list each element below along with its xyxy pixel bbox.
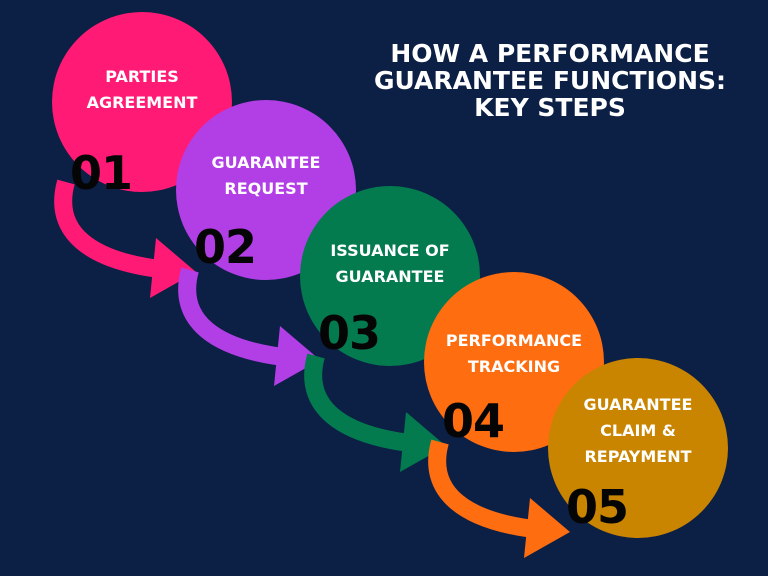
step-number: 05 bbox=[566, 480, 629, 534]
step-label: GUARANTEE REQUEST bbox=[190, 150, 342, 202]
title-line: KEY STEPS bbox=[474, 93, 626, 122]
step-label: ISSUANCE OF GUARANTEE bbox=[314, 238, 466, 290]
step-number: 01 bbox=[70, 146, 133, 200]
step-label-line: GUARANTEE bbox=[211, 153, 321, 172]
step-label-line: ISSUANCE OF bbox=[330, 241, 450, 260]
arrow-02-to-03 bbox=[178, 267, 320, 386]
arrow-03-to-04 bbox=[304, 353, 446, 472]
step-03: ISSUANCE OF GUARANTEE 03 bbox=[300, 186, 480, 366]
step-label: PERFORMANCE TRACKING bbox=[438, 328, 590, 380]
step-label-line: PERFORMANCE bbox=[445, 331, 583, 350]
step-label-line: AGREEMENT bbox=[86, 93, 198, 112]
step-02: GUARANTEE REQUEST 02 bbox=[176, 100, 356, 280]
step-05: GUARANTEE CLAIM & REPAYMENT 05 bbox=[548, 358, 728, 538]
title-line: HOW A PERFORMANCE bbox=[390, 39, 710, 68]
step-01: PARTIES AGREEMENT 01 bbox=[52, 12, 232, 196]
step-label-line: PARTIES bbox=[105, 67, 179, 86]
step-number: 02 bbox=[194, 220, 257, 274]
step-number: 04 bbox=[442, 394, 505, 448]
step-circle bbox=[548, 358, 728, 538]
step-label-line: GUARANTEE bbox=[335, 267, 445, 286]
step-label-line: REQUEST bbox=[224, 179, 308, 198]
step-label: GUARANTEE CLAIM & REPAYMENT bbox=[562, 392, 714, 470]
step-label-line: TRACKING bbox=[467, 357, 561, 376]
title-line: GUARANTEE FUNCTIONS: bbox=[373, 66, 726, 95]
step-label-line: CLAIM & bbox=[600, 421, 676, 440]
arrow-04-to-05 bbox=[428, 439, 570, 558]
step-label: PARTIES AGREEMENT bbox=[66, 64, 218, 116]
page-title: HOW A PERFORMANCE GUARANTEE FUNCTIONS: K… bbox=[360, 40, 740, 121]
step-label-line: GUARANTEE bbox=[583, 395, 693, 414]
step-number: 03 bbox=[318, 306, 381, 360]
step-label-line: REPAYMENT bbox=[584, 447, 692, 466]
arrow-01-to-02 bbox=[54, 179, 196, 298]
